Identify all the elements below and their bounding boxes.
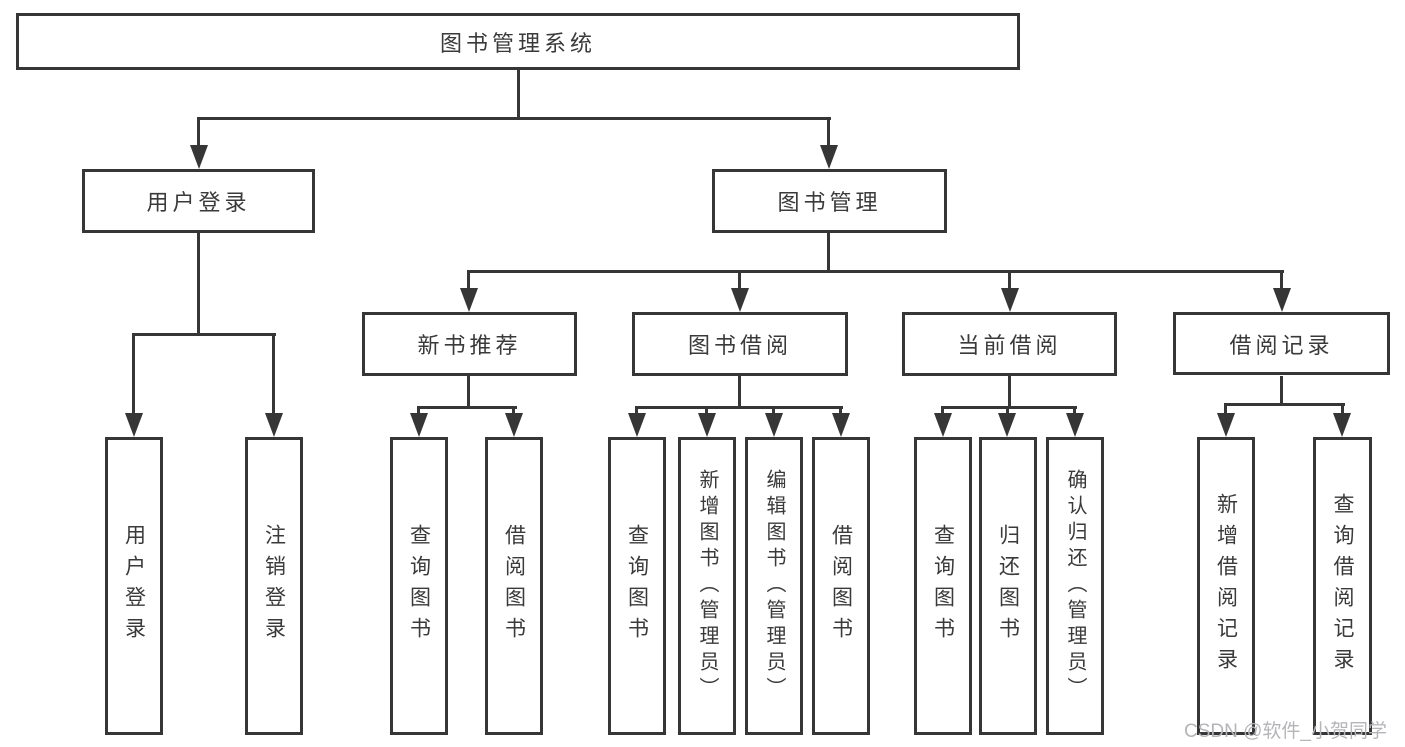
connector-line bbox=[132, 333, 276, 336]
arrowhead-down-icon bbox=[125, 413, 143, 437]
leaf-query-borrow-record: 查询借阅记录 bbox=[1313, 437, 1372, 735]
arrowhead-down-icon bbox=[1273, 288, 1291, 312]
arrowhead-down-icon bbox=[698, 413, 716, 437]
node-current-borrow: 当前借阅 bbox=[902, 312, 1117, 376]
arrowhead-down-icon bbox=[832, 413, 850, 437]
connector-line bbox=[467, 270, 470, 295]
connector-line bbox=[1224, 403, 1227, 415]
connector-line bbox=[272, 333, 275, 417]
node-book-management: 图书管理 bbox=[712, 169, 947, 233]
watermark: CSDN @软件_小贺同学 bbox=[1184, 721, 1387, 742]
leaf-user-login: 用户登录 bbox=[105, 437, 163, 735]
connector-line bbox=[1008, 270, 1011, 295]
arrowhead-down-icon bbox=[628, 413, 646, 437]
connector-line bbox=[1224, 403, 1345, 406]
arrowhead-down-icon bbox=[410, 413, 428, 437]
leaf-return-books: 归还图书 bbox=[979, 437, 1037, 735]
arrowhead-down-icon bbox=[505, 413, 523, 437]
connector-line bbox=[517, 70, 520, 120]
connector-line bbox=[197, 233, 200, 336]
connector-line bbox=[1280, 376, 1283, 405]
arrowhead-down-icon bbox=[1001, 288, 1019, 312]
arrowhead-down-icon bbox=[1066, 413, 1084, 437]
connector-line bbox=[512, 406, 515, 416]
leaf-borrow-books-recommend: 借阅图书 bbox=[485, 437, 543, 735]
connector-line bbox=[827, 233, 830, 273]
connector-line bbox=[839, 406, 842, 416]
connector-line bbox=[132, 333, 135, 417]
leaf-query-books-current: 查询图书 bbox=[914, 437, 972, 735]
arrowhead-down-icon bbox=[460, 288, 478, 312]
arrowhead-down-icon bbox=[190, 145, 208, 169]
node-root: 图书管理系统 bbox=[16, 13, 1020, 70]
arrowhead-down-icon bbox=[1333, 413, 1351, 437]
connector-line bbox=[198, 117, 831, 120]
arrowhead-down-icon bbox=[1217, 413, 1235, 437]
arrowhead-down-icon bbox=[731, 288, 749, 312]
node-book-borrow: 图书借阅 bbox=[632, 312, 848, 376]
leaf-logout: 注销登录 bbox=[245, 437, 303, 735]
leaf-query-books-borrow: 查询图书 bbox=[608, 437, 666, 735]
arrowhead-down-icon bbox=[820, 145, 838, 169]
arrowhead-down-icon bbox=[934, 413, 952, 437]
connector-line bbox=[417, 406, 420, 416]
connector-line bbox=[772, 406, 775, 416]
connector-line bbox=[738, 270, 741, 295]
connector-line bbox=[1008, 376, 1011, 409]
node-new-book-recommend: 新书推荐 bbox=[362, 312, 577, 376]
connector-line bbox=[197, 117, 200, 162]
leaf-edit-books-admin: 编辑图书（管理员） bbox=[745, 437, 803, 735]
connector-line bbox=[738, 376, 741, 409]
node-user-login: 用户登录 bbox=[82, 169, 315, 233]
connector-line bbox=[1280, 270, 1283, 295]
connector-line bbox=[1341, 403, 1344, 415]
leaf-confirm-return-admin: 确认归还（管理员） bbox=[1046, 437, 1104, 735]
connector-line bbox=[635, 406, 843, 409]
connector-line bbox=[941, 406, 1077, 409]
connector-line bbox=[1006, 406, 1009, 416]
node-borrow-record: 借阅记录 bbox=[1173, 312, 1390, 375]
connector-line bbox=[705, 406, 708, 416]
arrowhead-down-icon bbox=[265, 413, 283, 437]
connector-line bbox=[1073, 406, 1076, 416]
arrowhead-down-icon bbox=[765, 413, 783, 437]
connector-line bbox=[827, 117, 830, 162]
connector-line bbox=[941, 406, 944, 416]
connector-line bbox=[467, 270, 1284, 273]
leaf-add-borrow-record: 新增借阅记录 bbox=[1197, 437, 1255, 735]
leaf-borrow-books: 借阅图书 bbox=[812, 437, 870, 735]
connector-line bbox=[635, 406, 638, 416]
leaf-add-books-admin: 新增图书（管理员） bbox=[678, 437, 736, 735]
connector-line bbox=[467, 376, 470, 409]
leaf-query-books-recommend: 查询图书 bbox=[390, 437, 448, 735]
connector-line bbox=[417, 406, 517, 409]
arrowhead-down-icon bbox=[998, 413, 1016, 437]
